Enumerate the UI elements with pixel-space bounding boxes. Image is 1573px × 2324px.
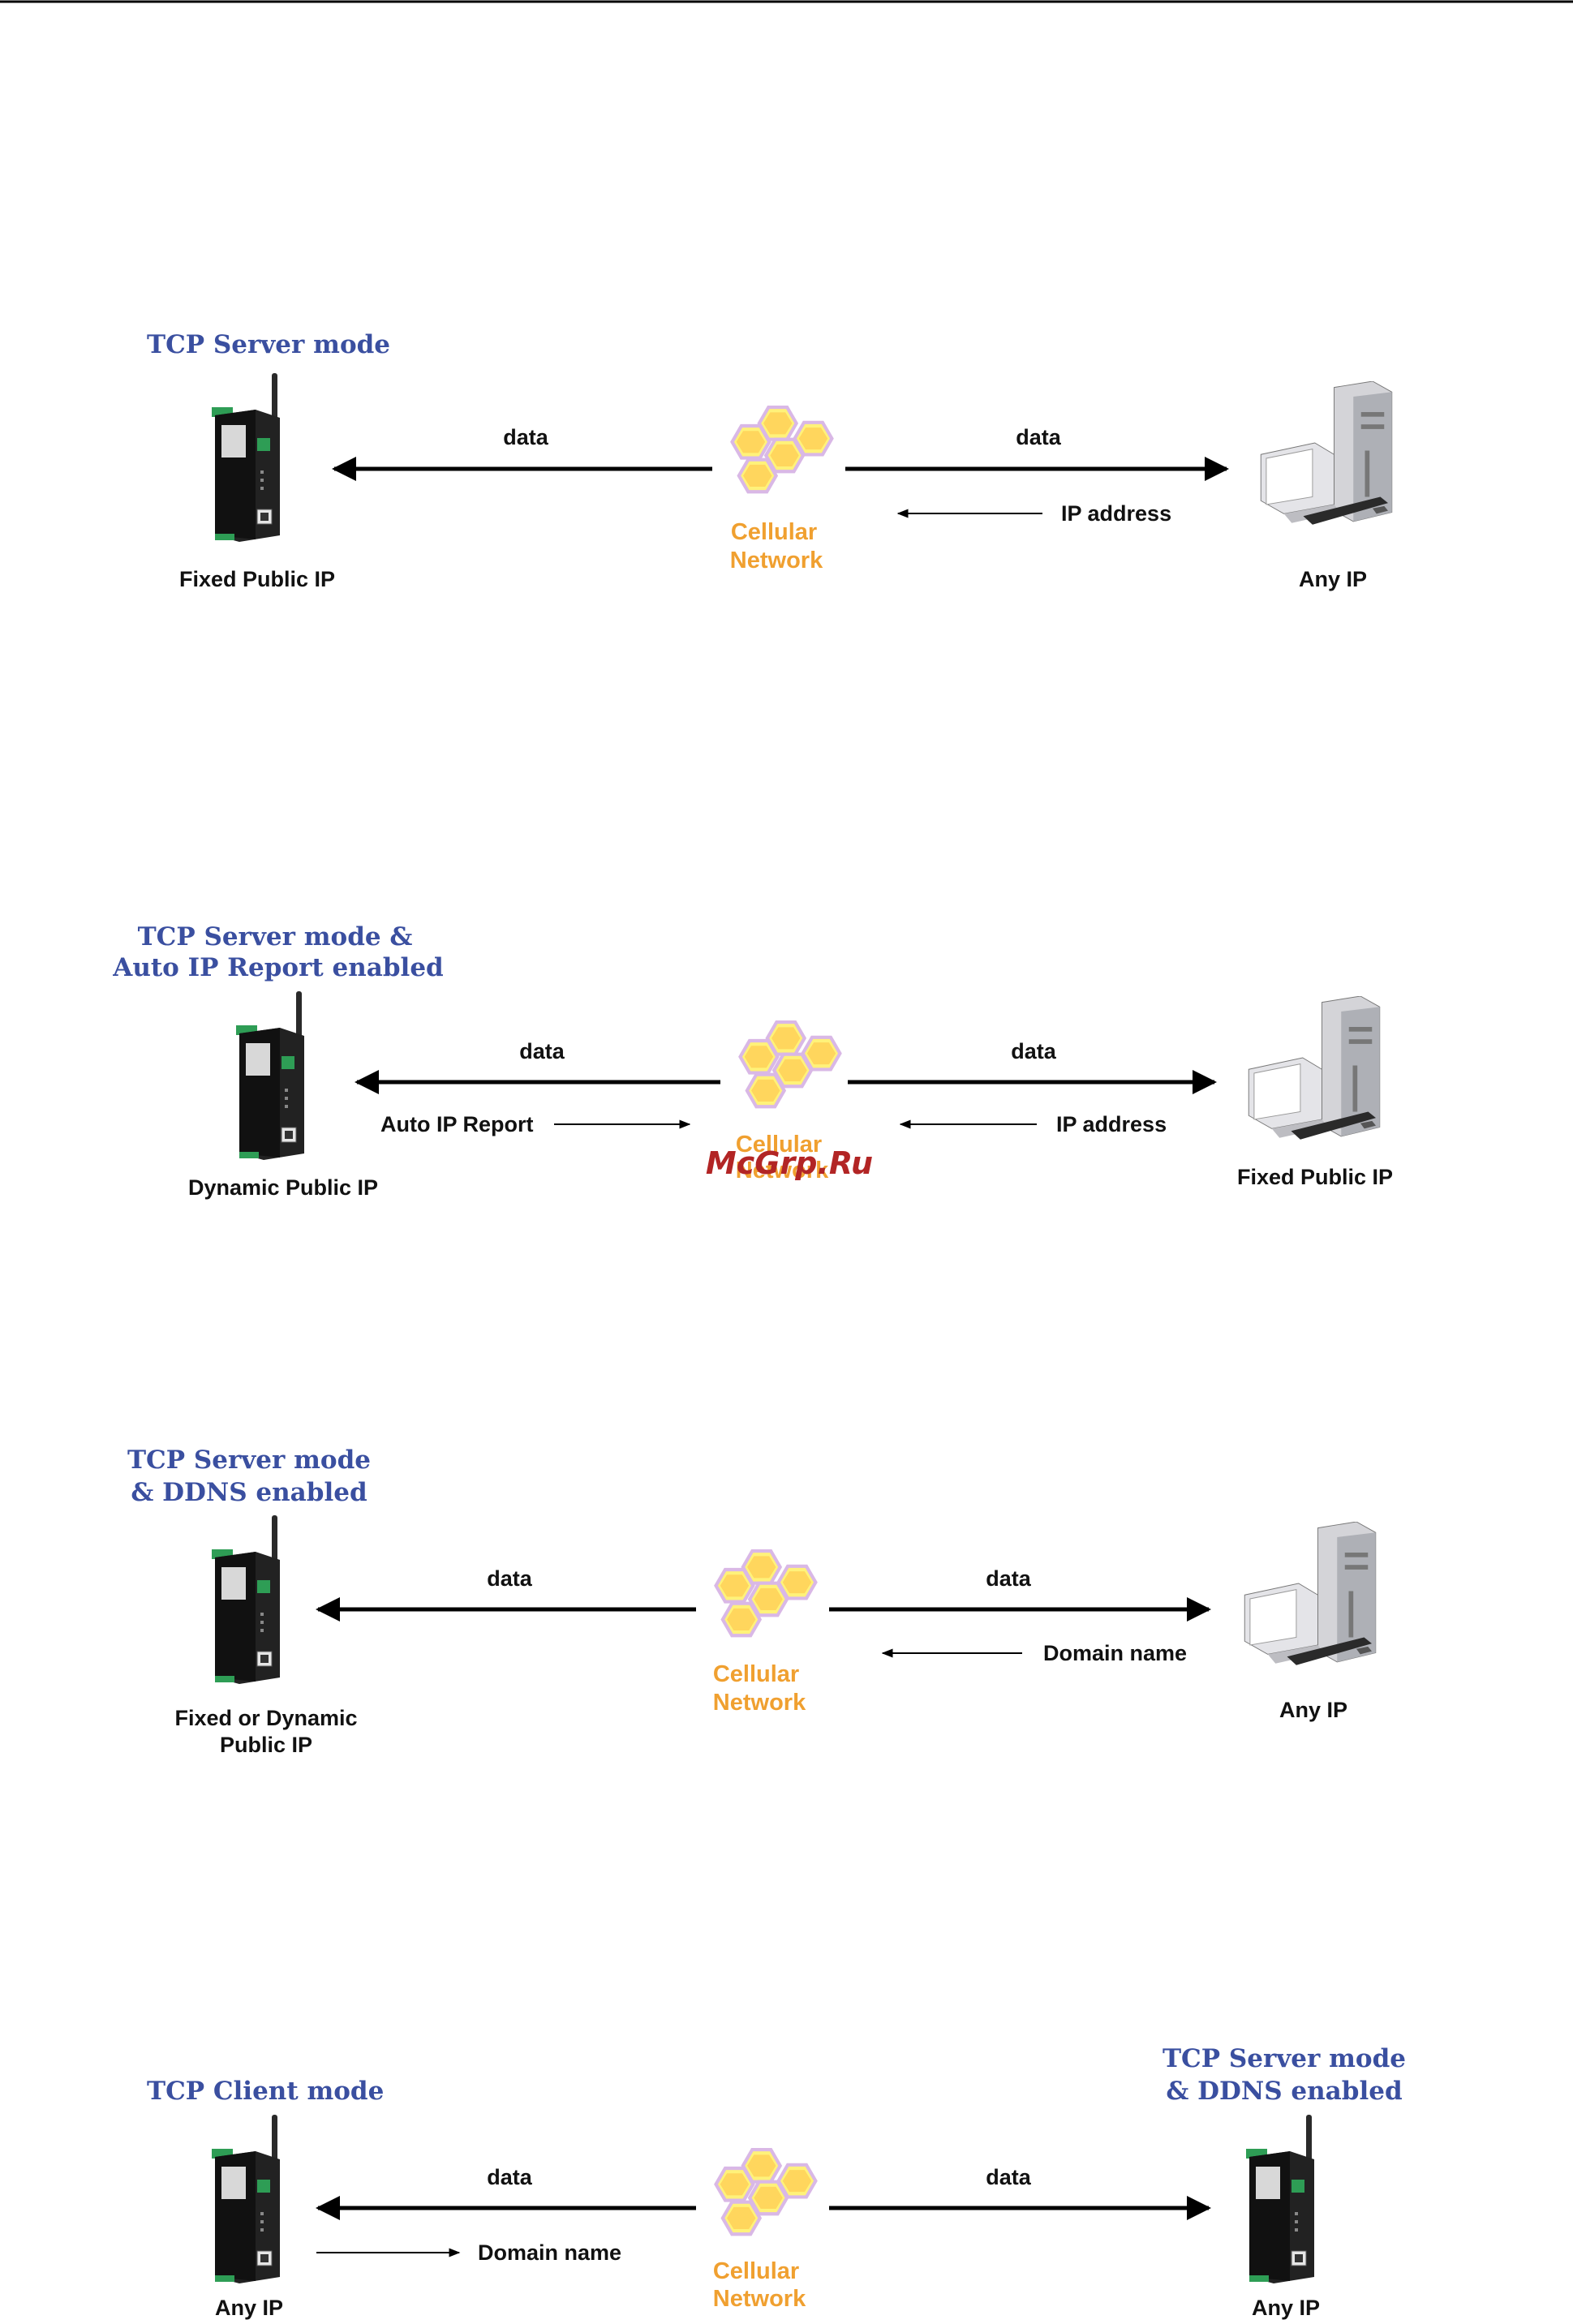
network-label-line2: Network — [736, 1158, 829, 1183]
right-device-label: Any IP — [1279, 1698, 1347, 1722]
network-label-line1: Cellular — [736, 1132, 822, 1158]
modem-device-icon-left — [211, 2115, 281, 2284]
right-data-label: data — [986, 1566, 1032, 1591]
modem-device-icon — [235, 991, 305, 1161]
cellular-network-icon — [741, 1022, 840, 1106]
modem-device-icon-right — [1245, 2115, 1315, 2284]
left-device-label: Any IP — [215, 2296, 283, 2320]
left-device-label-line2: Public IP — [220, 1733, 312, 1757]
cellular-network-icon — [716, 1551, 816, 1635]
left-data-label: data — [487, 2165, 533, 2189]
diagram-title: TCP Server mode — [147, 330, 390, 359]
left-lower-label: Auto IP Report — [380, 1112, 534, 1136]
left-device-label-line1: Fixed or Dynamic — [174, 1706, 357, 1730]
network-label-line2: Network — [730, 548, 823, 573]
right-device-label: Any IP — [1252, 2296, 1320, 2320]
right-lower-label: Domain name — [1043, 1641, 1187, 1665]
network-label-line1: Cellular — [713, 1661, 799, 1687]
modem-device-icon — [211, 373, 281, 543]
left-device-label: Fixed Public IP — [179, 567, 335, 591]
computer-icon — [1260, 381, 1393, 526]
left-data-label: data — [519, 1039, 565, 1063]
diagram-tcp-server-auto-ip: TCP Server mode & Auto IP Report enabled… — [112, 922, 1393, 1200]
right-title-line1: TCP Server mode — [1163, 2044, 1406, 2073]
left-data-label: data — [487, 1566, 533, 1591]
right-data-label: data — [1011, 1039, 1057, 1063]
diagram-tcp-server-ddns: TCP Server mode & DDNS enabled data data… — [127, 1446, 1377, 1757]
right-lower-label: IP address — [1056, 1112, 1167, 1136]
right-device-label: Fixed Public IP — [1237, 1165, 1393, 1189]
computer-icon — [1244, 1522, 1377, 1666]
left-lower-label: Domain name — [478, 2240, 621, 2265]
right-title-line2: & DDNS enabled — [1166, 2077, 1402, 2106]
diagram-title-line1: TCP Server mode — [127, 1446, 371, 1475]
network-label-line1: Cellular — [731, 519, 817, 545]
diagram-title-line2: Auto IP Report enabled — [112, 953, 443, 982]
network-label-line2: Network — [713, 2286, 806, 2312]
diagram-tcp-server-mode: TCP Server mode data data IP address Cel… — [147, 330, 1393, 591]
right-data-label: data — [1016, 425, 1062, 449]
left-device-label: Dynamic Public IP — [188, 1175, 378, 1200]
network-label-line2: Network — [713, 1690, 806, 1716]
cellular-network-icon — [716, 2150, 816, 2234]
computer-icon — [1248, 996, 1381, 1141]
diagram-title-line1: TCP Server mode & — [138, 922, 413, 952]
cellular-network-icon — [733, 407, 832, 492]
left-data-label: data — [503, 425, 549, 449]
right-data-label: data — [986, 2165, 1032, 2189]
diagram-title: TCP Client mode — [147, 2077, 384, 2106]
diagram-tcp-client-mode: TCP Client mode TCP Server mode & DDNS e… — [147, 2044, 1406, 2320]
right-lower-label: IP address — [1061, 501, 1171, 526]
modem-device-icon — [211, 1515, 281, 1685]
right-device-label: Any IP — [1299, 567, 1367, 591]
network-label-line1: Cellular — [713, 2258, 799, 2284]
diagram-title-line2: & DDNS enabled — [131, 1478, 367, 1507]
watermark: McGrp.Ru — [706, 1145, 873, 1181]
